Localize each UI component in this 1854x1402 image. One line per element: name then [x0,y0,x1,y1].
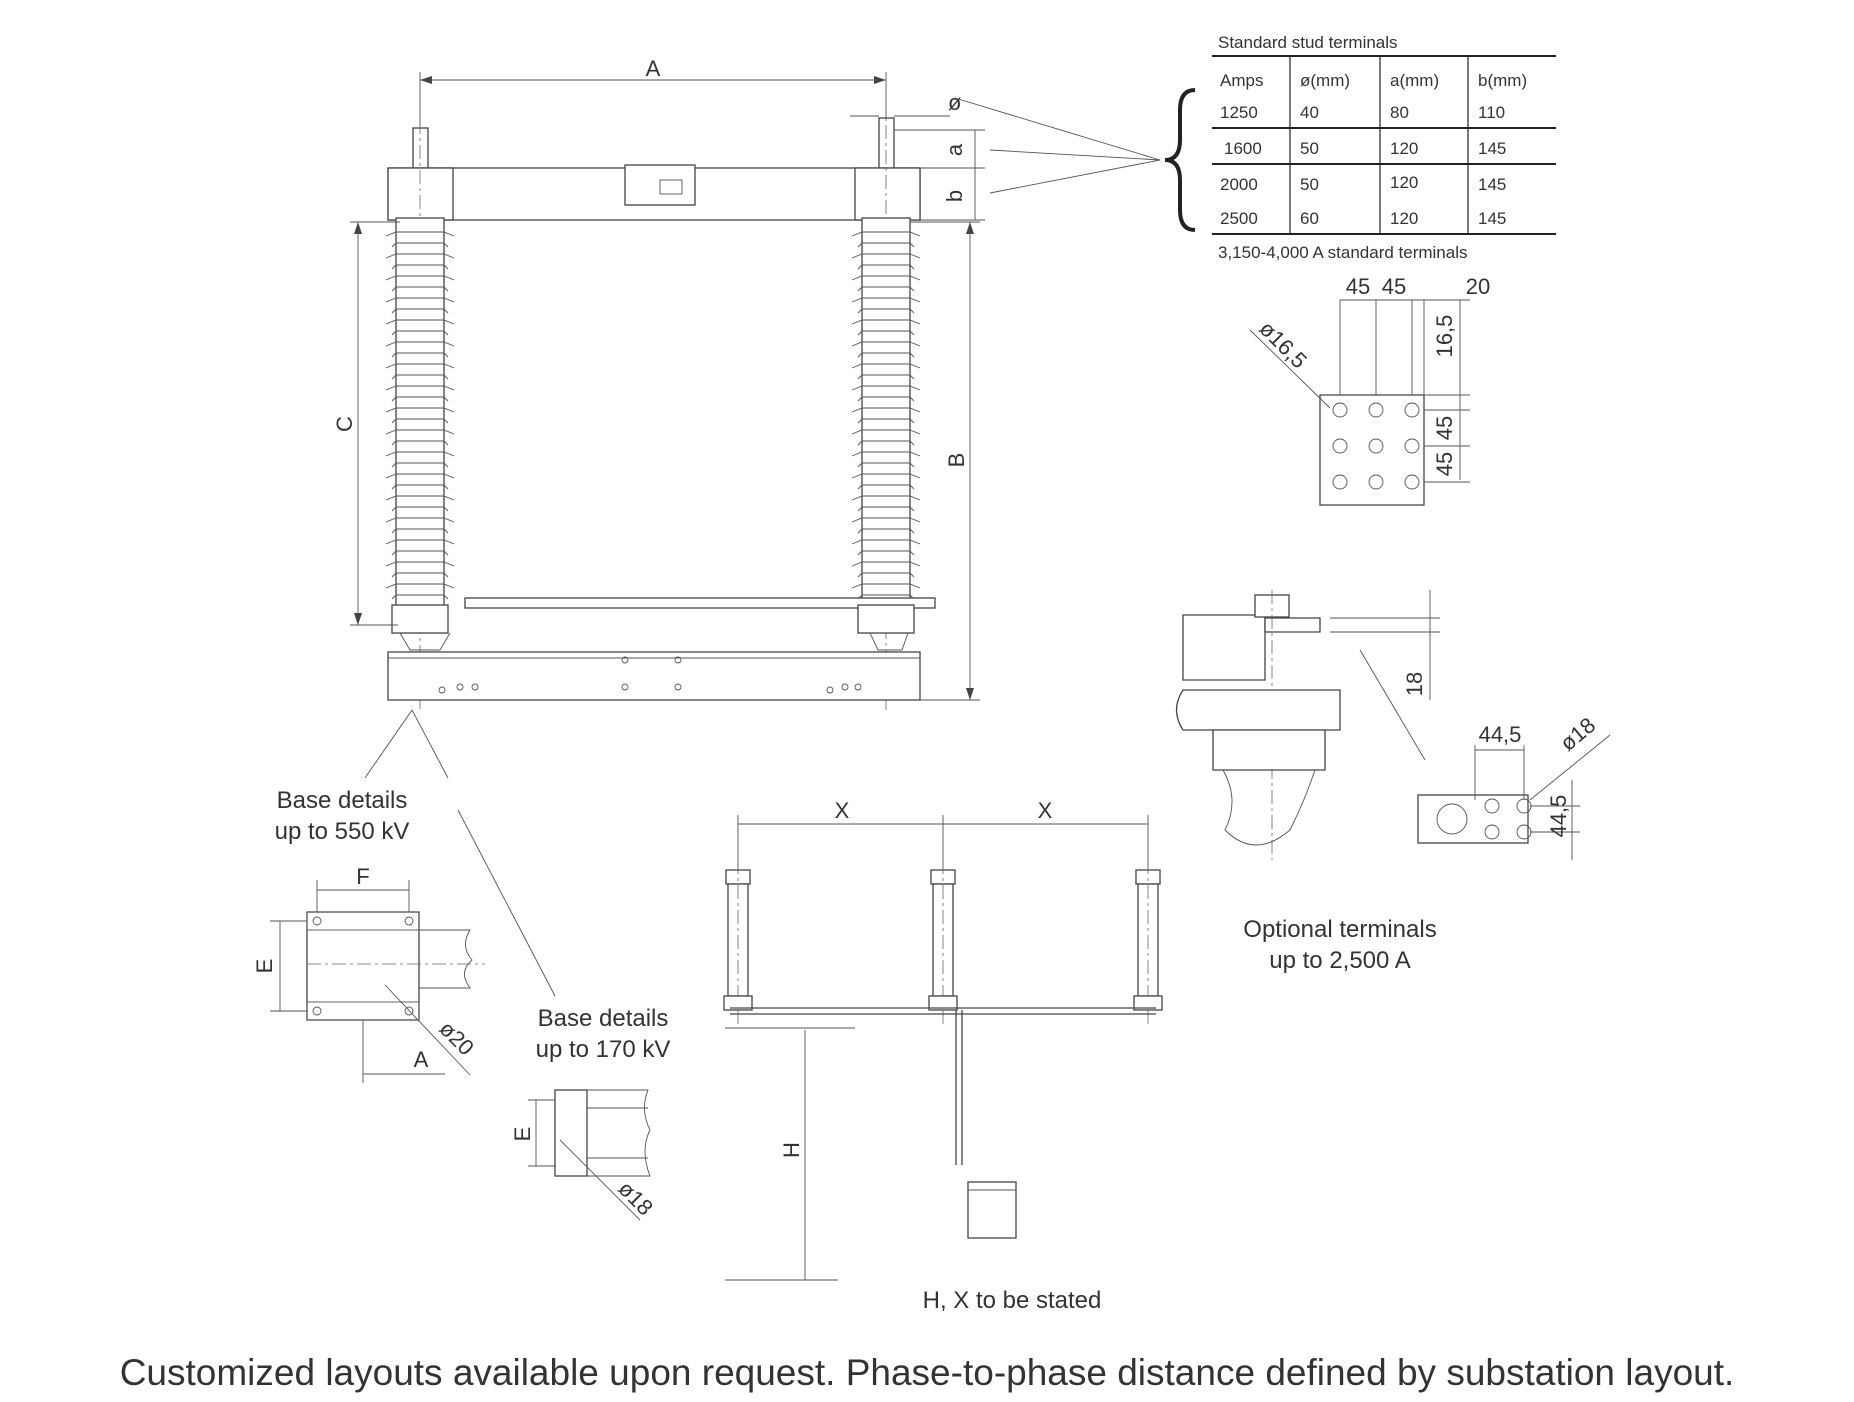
col-a: a(mm) [1390,71,1439,90]
phase-dim-h: H [779,1142,804,1158]
phase-pole [1133,860,1163,1025]
table-title: Standard stud terminals [1218,33,1398,52]
terminal-hole [1404,402,1420,418]
table-cell: 145 [1478,139,1506,158]
table-cell: 60 [1300,209,1319,228]
col-amps: Amps [1220,71,1263,90]
table-cell: 120 [1390,209,1418,228]
dim-stud-b-label: b [942,190,967,202]
base-170-dim-e: E [510,1127,535,1142]
phase-pole [723,860,753,1025]
phase-dim-x1: X [835,798,850,823]
base-170-caption-2: up to 170 kV [536,1036,671,1063]
phase-dim-x2: X [1038,798,1053,823]
table-note: 3,150-4,000 A standard terminals [1218,243,1468,262]
terminal-hole [1332,438,1348,454]
base-550-caption-2: up to 550 kV [275,818,410,845]
table-cell: 1250 [1220,103,1258,122]
stud-terminal-table: Standard stud terminals Amps ø(mm) a(mm)… [1164,33,1556,262]
opt-hole-label: ø18 [1555,712,1600,756]
dim-b-label: B [944,453,969,468]
base-550-hole: ø20 [434,1016,478,1060]
table-cell: 1600 [1224,139,1262,158]
base-550-caption-1: Base details [277,787,408,814]
main-elevation-view: A C [332,56,1161,710]
optional-terminal-caption-1: Optional terminals [1243,916,1436,943]
opt-dim-44-5-a: 44,5 [1479,722,1522,747]
plate-dim-2: 45 [1382,274,1406,299]
terminal-hole [1332,402,1348,418]
right-insulator-column [861,217,911,609]
three-phase-layout: X X H H, X to be stated [723,798,1163,1314]
col-phi: ø(mm) [1300,71,1350,90]
operating-rod [464,597,936,609]
terminal-hole [1368,438,1384,454]
plate-hole-label: ø16,5 [1254,316,1311,373]
table-cell: 120 [1390,139,1418,158]
opt-dim-44-5-b: 44,5 [1546,795,1571,838]
terminal-hole [1368,402,1384,418]
footer-note: Customized layouts available upon reques… [119,1352,1735,1393]
plate-dim-5: 45 [1432,416,1457,440]
drive-mechanism-box [967,1181,1017,1239]
base-550-dim-e: E [252,959,277,974]
table-cell: 145 [1478,175,1506,194]
table-cell: 40 [1300,103,1319,122]
table-cell: 110 [1478,103,1505,122]
base-detail-170kv: Base details up to 170 kV E ø18 [510,1005,670,1220]
col-b: b(mm) [1478,71,1527,90]
table-cell: 80 [1390,103,1409,122]
left-stud [412,127,429,171]
phase-caption: H, X to be stated [923,1287,1102,1314]
terminal-hole [1404,474,1420,490]
right-stud [878,117,895,171]
base-170-hole: ø18 [613,1176,657,1220]
phase-pole [928,860,958,1025]
dim-phi-label: ø [948,90,961,115]
standard-terminal-plate-detail: 45 45 20 16,5 45 45 ø16,5 [1249,274,1490,506]
terminal-hole [1368,474,1384,490]
base-170-caption-1: Base details [538,1005,669,1032]
dim-c-label: C [332,416,357,432]
dim-a-label: A [646,56,661,81]
dim-stud-a-label: a [942,143,967,156]
plate-dim-3: 20 [1466,274,1490,299]
base-550-dim-f: F [356,864,369,889]
base-550-dim-a: A [414,1047,429,1072]
left-insulator-column [395,217,445,609]
plate-dim-1: 45 [1346,274,1370,299]
opt-dim-18: 18 [1402,672,1427,696]
base-frame [387,651,921,701]
optional-terminal-caption-2: up to 2,500 A [1269,947,1410,974]
plate-dim-4: 16,5 [1432,315,1457,358]
table-cell: 2500 [1220,209,1258,228]
terminal-hole [1332,474,1348,490]
plate-dim-6: 45 [1432,452,1457,476]
optional-terminal-detail: 18 44,5 44,5 ø18 Optional terminals up t… [1175,590,1611,974]
table-cell: 145 [1478,209,1506,228]
table-cell: 50 [1300,139,1319,158]
table-cell: 2000 [1220,175,1258,194]
terminal-hole [1404,438,1420,454]
table-cell: 120 [1390,173,1418,192]
table-cell: 50 [1300,175,1319,194]
base-detail-550kv: Base details up to 550 kV F E A ø20 [252,709,556,1083]
